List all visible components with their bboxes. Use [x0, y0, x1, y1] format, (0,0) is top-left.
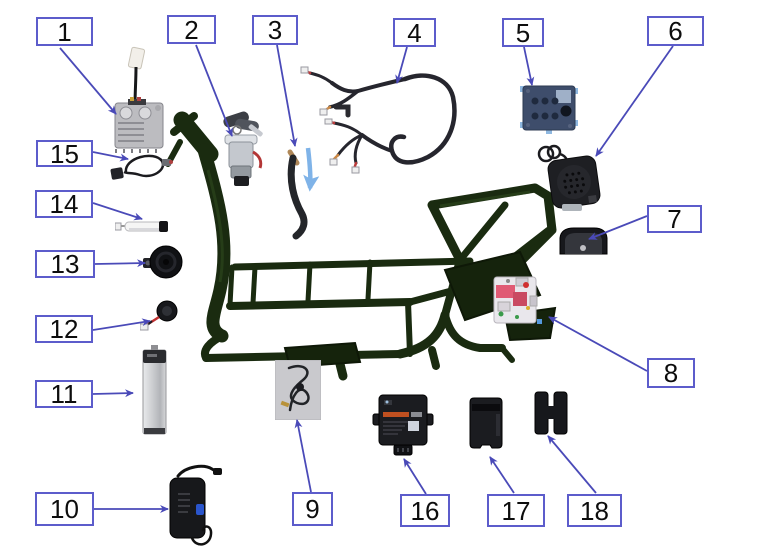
- callout-8: 8: [647, 358, 695, 388]
- callout-15: 15: [36, 140, 93, 167]
- callout-16: 16: [400, 494, 450, 527]
- callout-3: 3: [252, 15, 298, 45]
- part-17-plastic-cover: [466, 394, 506, 452]
- callout-13: 13: [35, 250, 95, 278]
- part-16-controller-unit: [372, 390, 434, 458]
- callout-11-label: 11: [50, 379, 78, 409]
- callout-1-label: 1: [57, 16, 72, 47]
- callout-4-label: 4: [407, 17, 422, 48]
- part-14-roller-pin: [115, 218, 173, 236]
- part-18-rubber-pad: [531, 390, 571, 436]
- callout-18-label: 18: [580, 495, 609, 526]
- callout-10-label: 10: [50, 494, 79, 524]
- arrow-to-part-16: [403, 458, 427, 495]
- arrow-to-part-18: [547, 435, 597, 494]
- scooter-frame-graphic: [165, 111, 557, 383]
- callout-14-label: 14: [49, 189, 79, 219]
- callout-18: 18: [567, 494, 622, 527]
- callout-5-label: 5: [515, 17, 531, 48]
- arrow-to-part-13: [94, 259, 146, 268]
- part-15-sensor-cable: [110, 148, 175, 184]
- callout-8-label: 8: [663, 358, 679, 388]
- part-12-buzzer: [140, 298, 180, 334]
- arrow-to-part-6: [595, 45, 674, 157]
- callout-16-label: 16: [410, 495, 440, 526]
- part-13-horn: [142, 244, 184, 282]
- callout-10: 10: [35, 492, 94, 526]
- arrow-to-part-11: [92, 389, 134, 398]
- part-5-control-module: [518, 82, 580, 134]
- callout-7-label: 7: [667, 204, 682, 234]
- arrow-to-part-14: [92, 202, 143, 221]
- callout-9: 9: [292, 492, 333, 526]
- part-2-ignition-switch: [215, 108, 270, 188]
- callout-17-label: 17: [501, 495, 531, 526]
- arrow-to-part-8: [548, 316, 648, 372]
- part-scooter-frame: [160, 110, 560, 385]
- part-8-valve-assembly: [486, 272, 550, 330]
- part-3-side-stand: [280, 148, 315, 240]
- part-6-alarm-speaker: [528, 140, 603, 212]
- arrow-to-part-17: [489, 456, 515, 494]
- callout-4: 4: [393, 18, 436, 47]
- callout-12-label: 12: [49, 314, 79, 344]
- part-9-antenna-cable: [275, 360, 321, 420]
- callout-7: 7: [647, 205, 702, 233]
- callout-15-label: 15: [50, 138, 79, 169]
- part-7-rubber-cover: [552, 224, 614, 256]
- callout-12: 12: [35, 315, 93, 343]
- callout-2-label: 2: [184, 14, 199, 45]
- callout-2: 2: [167, 15, 216, 44]
- callout-13-label: 13: [50, 249, 80, 279]
- part-10-battery-charger: [160, 460, 222, 548]
- arrow-to-part-9: [294, 419, 312, 493]
- callout-6: 6: [647, 16, 704, 46]
- callout-5: 5: [502, 18, 544, 47]
- part-4-wiring-harness: [300, 63, 465, 175]
- callout-1: 1: [36, 17, 93, 46]
- callout-14: 14: [35, 190, 93, 218]
- callout-11: 11: [35, 380, 93, 408]
- callout-17: 17: [487, 494, 545, 527]
- arrow-to-part-5: [523, 46, 535, 86]
- callout-6-label: 6: [668, 16, 683, 46]
- callout-3-label: 3: [267, 15, 283, 45]
- part-11-battery: [140, 342, 170, 437]
- callout-9-label: 9: [305, 494, 320, 524]
- part-1-controller: [100, 45, 180, 155]
